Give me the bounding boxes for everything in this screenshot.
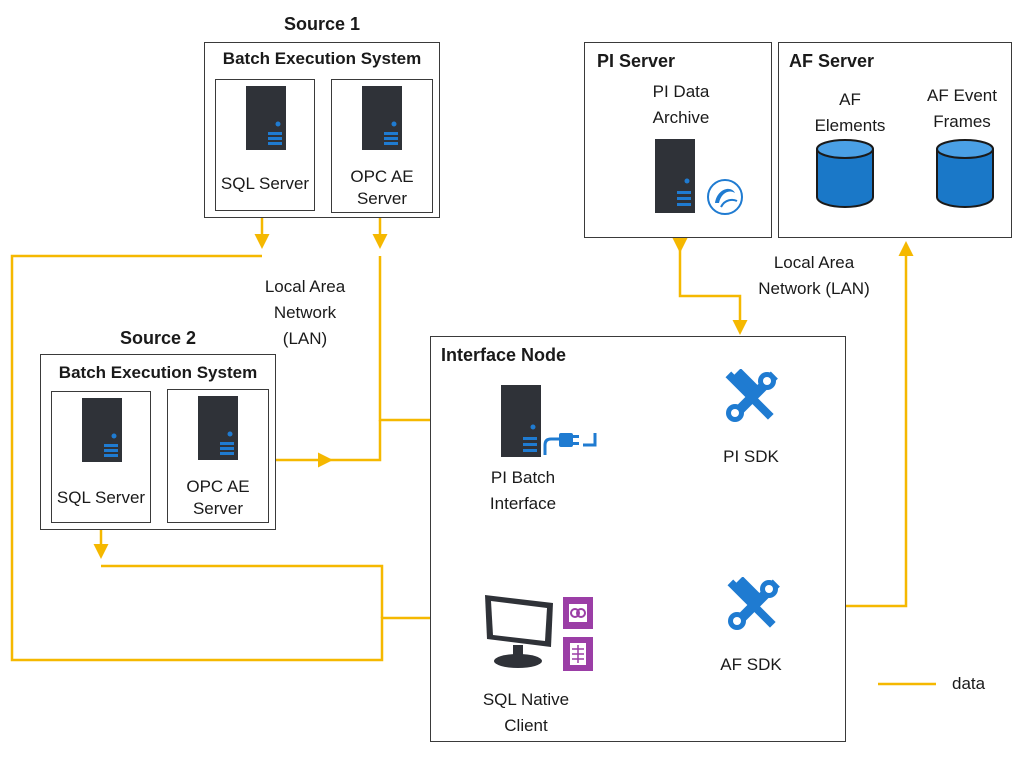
pisdk-piserver-link xyxy=(672,238,748,335)
pi-server-title: PI Server xyxy=(597,51,676,71)
source1-sql-server: SQL Server xyxy=(215,79,315,211)
pi-logo-icon xyxy=(707,179,743,220)
server-label: SQL Server xyxy=(56,488,146,507)
database-cylinder-icon xyxy=(815,139,875,214)
source2-system-box: Batch Execution System SQL Server OPC AE… xyxy=(40,354,276,530)
source1-title: Source 1 xyxy=(283,14,361,34)
desktop-monitor-icon xyxy=(481,591,557,676)
server-tower-icon xyxy=(246,86,286,155)
af-sdk-label: AF SDK xyxy=(720,655,782,674)
server-label: SQL Server xyxy=(220,174,310,193)
af-server-box: AF Server AF Elements AF Event Frames xyxy=(778,42,1012,238)
af-event-frames-label: AF Event Frames xyxy=(927,86,997,131)
af-elements-label: AF Elements xyxy=(814,90,886,135)
pi-sdk-label: PI SDK xyxy=(723,447,779,466)
server-tower-icon xyxy=(198,396,238,465)
source2-system-label: Batch Execution System xyxy=(58,363,258,382)
source2-title: Source 2 xyxy=(119,328,197,348)
af-server-title: AF Server xyxy=(789,51,875,71)
tools-wrench-hammer-icon xyxy=(723,368,779,430)
source1-opc-server: OPC AE Server xyxy=(331,79,433,213)
interface-node-box: Interface Node PI Batch Interface PI SDK… xyxy=(430,336,846,742)
plug-icon xyxy=(543,429,603,464)
legend-data-label: data xyxy=(952,674,986,693)
src2-opc-join xyxy=(330,420,382,462)
pi-archive-label: PI Data Archive xyxy=(652,82,710,127)
source2-opc-server: OPC AE Server xyxy=(167,389,269,523)
tools-wrench-hammer-icon xyxy=(725,576,781,638)
server-tower-icon xyxy=(501,385,541,462)
sql-native-client-label: SQL Native Client xyxy=(482,690,570,735)
server-tower-icon xyxy=(362,86,402,155)
database-cylinder-icon xyxy=(935,139,995,214)
server-label: OPC AE Server xyxy=(186,477,250,518)
src1-sql-to-client xyxy=(10,254,481,662)
purple-app-icons xyxy=(561,595,595,678)
server-tower-icon xyxy=(655,139,695,218)
source1-system-box: Batch Execution System SQL Server OPC AE… xyxy=(204,42,440,218)
lan-label-left: Local Area Network (LAN) xyxy=(264,277,346,348)
server-label: OPC AE Server xyxy=(350,167,414,208)
pi-batch-interface-label: PI Batch Interface xyxy=(489,468,557,513)
pi-server-box: PI Server PI Data Archive xyxy=(584,42,772,238)
server-tower-icon xyxy=(82,398,122,467)
src2-sql-to-client xyxy=(101,564,384,618)
source2-sql-server: SQL Server xyxy=(51,391,151,523)
lan-label-right: Local Area Network (LAN) xyxy=(758,253,870,298)
interface-node-title: Interface Node xyxy=(441,345,567,365)
source1-system-label: Batch Execution System xyxy=(222,49,422,68)
